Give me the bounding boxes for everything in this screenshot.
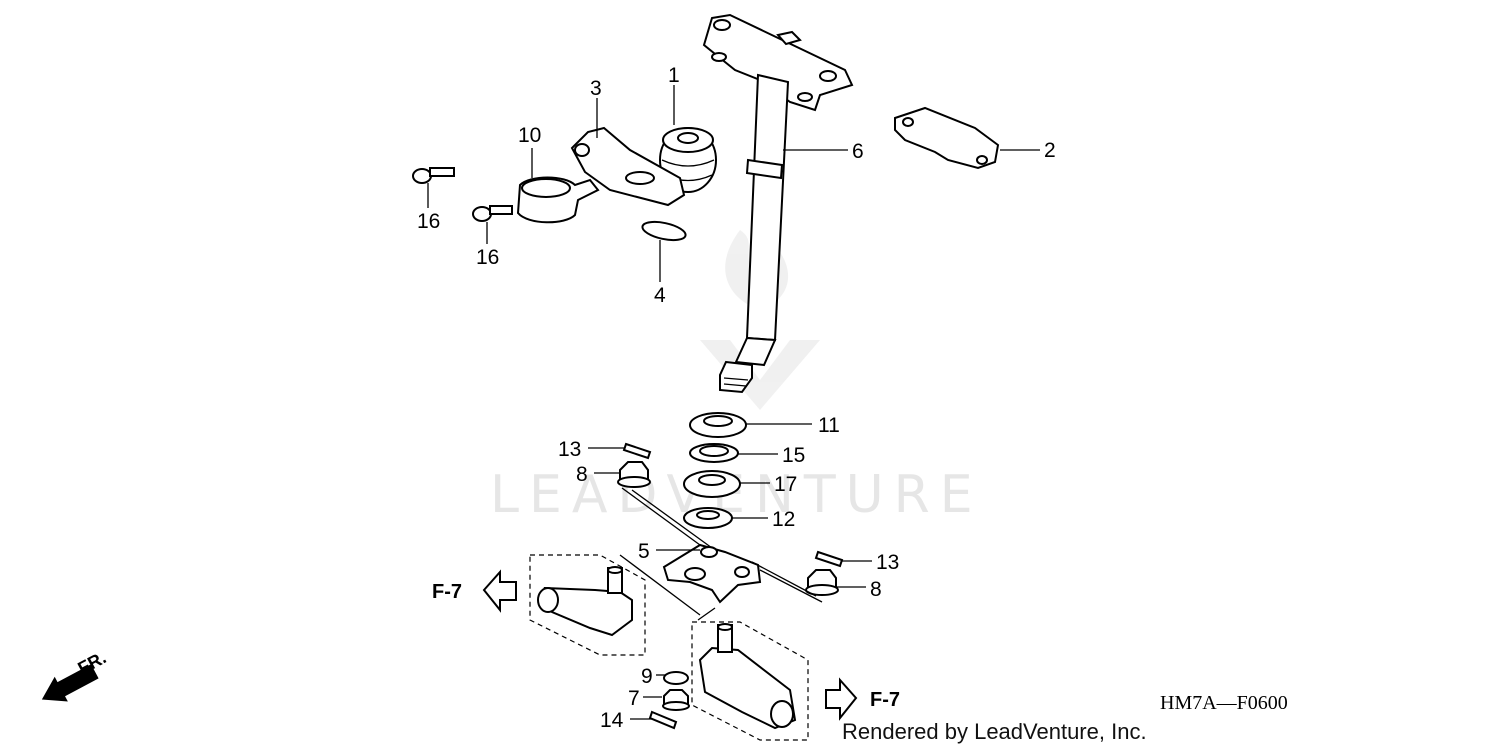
steering-shaft[interactable] bbox=[702, 13, 854, 394]
callout-15[interactable]: 15 bbox=[782, 444, 805, 467]
cotter-pin-14[interactable] bbox=[648, 710, 678, 730]
arrow-left-icon bbox=[482, 569, 517, 613]
callout-1[interactable]: 1 bbox=[668, 64, 680, 87]
seal-12[interactable] bbox=[683, 507, 733, 529]
diagram-code: HM7A—F0600 bbox=[1160, 692, 1288, 714]
bearing-17[interactable] bbox=[683, 470, 741, 498]
callout-12[interactable]: 12 bbox=[772, 508, 795, 531]
steering-arm[interactable] bbox=[662, 543, 762, 604]
callout-16-lower[interactable]: 16 bbox=[476, 246, 499, 269]
cotter-pin-left[interactable] bbox=[622, 442, 652, 460]
callout-11[interactable]: 11 bbox=[818, 414, 840, 437]
reference-left[interactable]: F-7 bbox=[432, 581, 462, 603]
shaft-holder[interactable] bbox=[894, 106, 1000, 170]
castle-nut-7[interactable] bbox=[662, 689, 690, 711]
credit-text: Rendered by LeadVenture, Inc. bbox=[842, 719, 1147, 744]
callout-7[interactable]: 7 bbox=[628, 687, 640, 710]
watermark-text: LEADVENTURE bbox=[490, 465, 983, 525]
callout-3[interactable]: 3 bbox=[590, 77, 602, 100]
callout-4[interactable]: 4 bbox=[654, 284, 666, 307]
callout-9[interactable]: 9 bbox=[641, 665, 653, 688]
tie-rod-end-right[interactable] bbox=[691, 621, 809, 741]
arrow-right-icon bbox=[825, 677, 858, 721]
callout-13-left[interactable]: 13 bbox=[558, 438, 581, 461]
callout-17[interactable]: 17 bbox=[774, 473, 797, 496]
callout-16-upper[interactable]: 16 bbox=[417, 210, 440, 233]
bushing-bracket[interactable] bbox=[570, 126, 686, 207]
callout-8-left[interactable]: 8 bbox=[576, 463, 588, 486]
callout-5[interactable]: 5 bbox=[638, 540, 650, 563]
front-arrow-icon bbox=[41, 664, 99, 702]
castle-nut-left[interactable] bbox=[617, 461, 651, 488]
reference-right[interactable]: F-7 bbox=[870, 689, 900, 711]
callout-2[interactable]: 2 bbox=[1044, 139, 1056, 162]
callout-10[interactable]: 10 bbox=[518, 124, 541, 147]
washer-9[interactable] bbox=[663, 671, 689, 685]
callout-6[interactable]: 6 bbox=[852, 140, 864, 163]
washer-15[interactable] bbox=[689, 443, 739, 463]
callout-14[interactable]: 14 bbox=[600, 709, 624, 732]
bearing-11[interactable] bbox=[689, 412, 747, 438]
bolt-upper[interactable] bbox=[412, 167, 455, 184]
callout-13-right[interactable]: 13 bbox=[876, 551, 899, 574]
tie-rod-end-left[interactable] bbox=[529, 554, 646, 656]
bolt-lower[interactable] bbox=[472, 205, 513, 222]
cotter-pin-right[interactable] bbox=[814, 550, 844, 568]
castle-nut-right[interactable] bbox=[805, 569, 839, 596]
clamp[interactable] bbox=[516, 176, 600, 224]
callout-8-right[interactable]: 8 bbox=[870, 578, 882, 601]
ring[interactable] bbox=[641, 219, 687, 244]
